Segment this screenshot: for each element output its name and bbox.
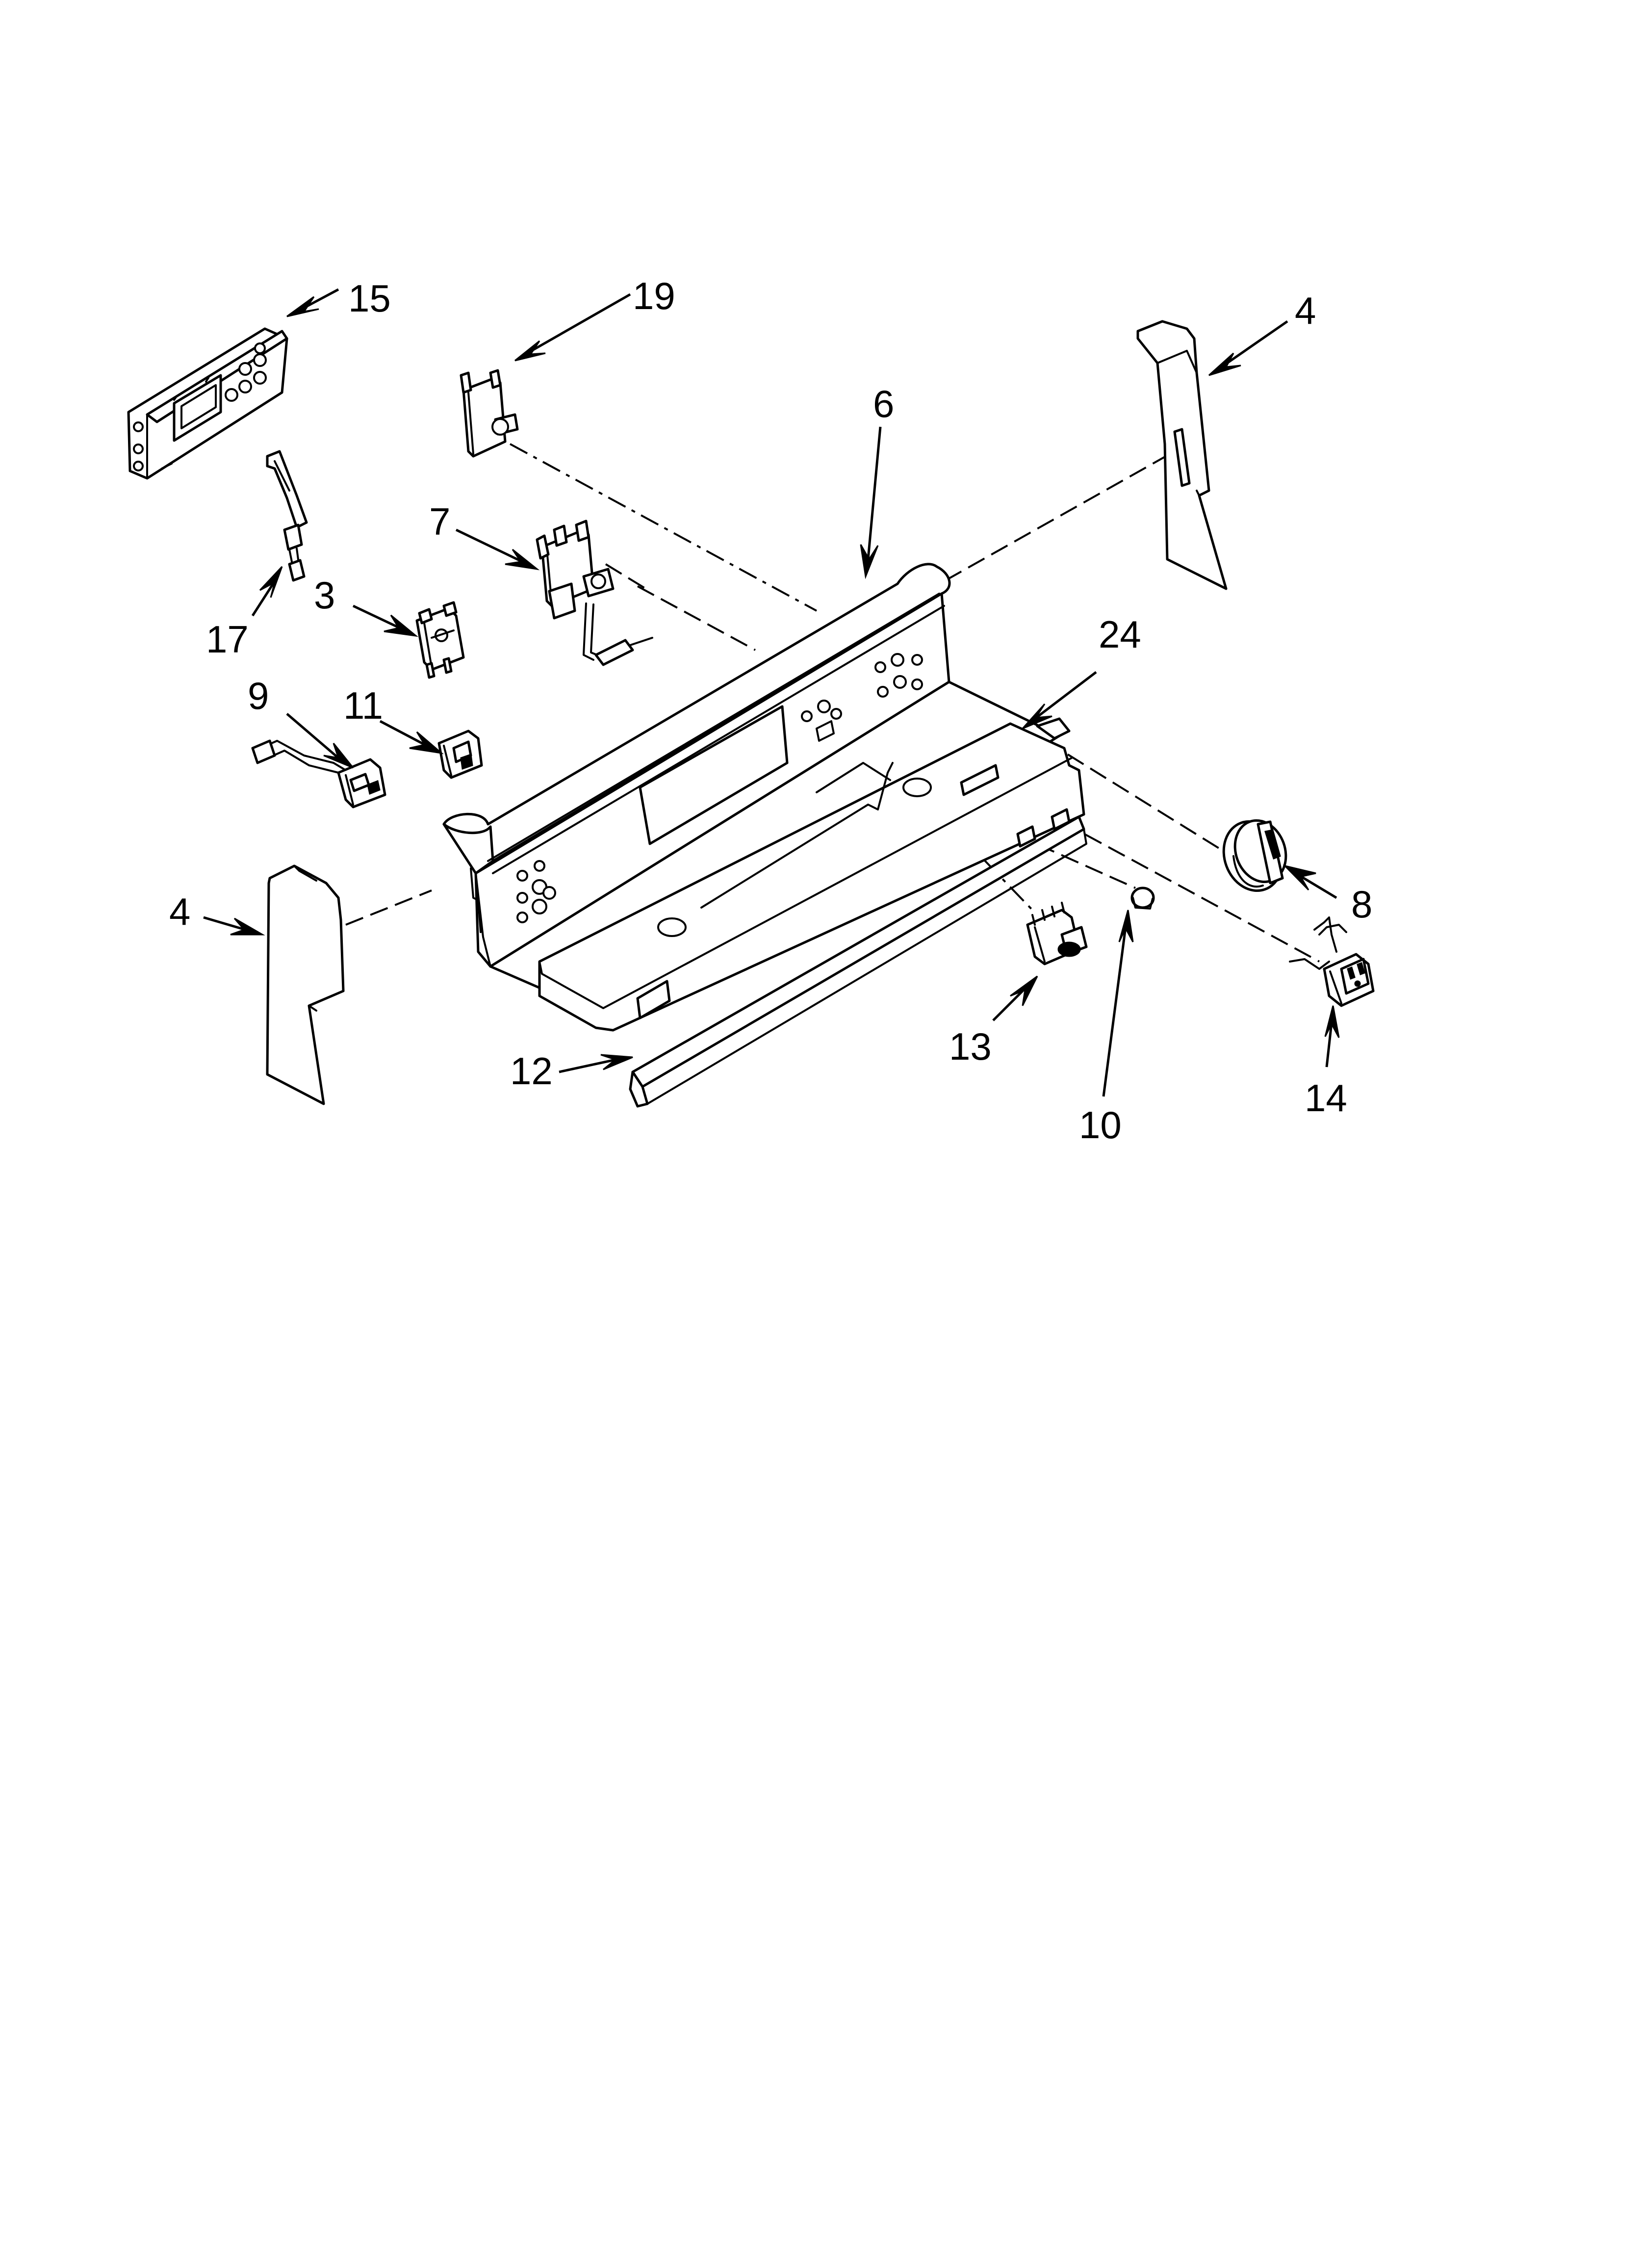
part-13-rocker-switch [1026,902,1088,965]
part-9-light-switch [251,739,386,808]
callout-15: 15 [348,277,391,320]
callout-13: 13 [949,1025,992,1068]
part-10-indicator-lens [1130,886,1155,910]
part-14-receptacle [1289,916,1375,1007]
callout-7: 7 [429,500,450,543]
callout-11: 11 [343,684,383,727]
callout-9: 9 [248,674,269,717]
callout-14: 14 [1305,1076,1347,1120]
part-24-console-bracket [538,717,1085,1032]
callout-17: 17 [206,618,249,661]
part-19-switch [460,369,519,458]
callout-labels: 15 19 4 6 7 3 17 24 9 11 4 8 13 12 10 14 [169,274,1372,1147]
part-4-left-end-cap [266,864,345,1105]
part-7-control-switch [536,520,653,666]
part-3-switch [415,601,465,679]
callout-19: 19 [633,274,675,317]
part-11-switch [437,730,483,779]
leader-arrows [203,288,1340,1097]
callout-24: 24 [1099,613,1141,656]
callout-6: 6 [873,382,894,425]
part-4-right-end-cap [1136,320,1228,590]
part-12-trim-strip [629,815,1087,1108]
callout-4-right: 4 [1295,289,1316,332]
part-17-wire-harness [266,450,308,582]
callout-12: 12 [510,1049,553,1093]
callout-3: 3 [314,574,335,617]
callout-4-left: 4 [169,890,190,933]
callout-8: 8 [1351,883,1372,926]
callout-10: 10 [1079,1103,1122,1147]
part-15-electronic-control [127,327,288,480]
part-8-control-knob [1222,819,1287,892]
